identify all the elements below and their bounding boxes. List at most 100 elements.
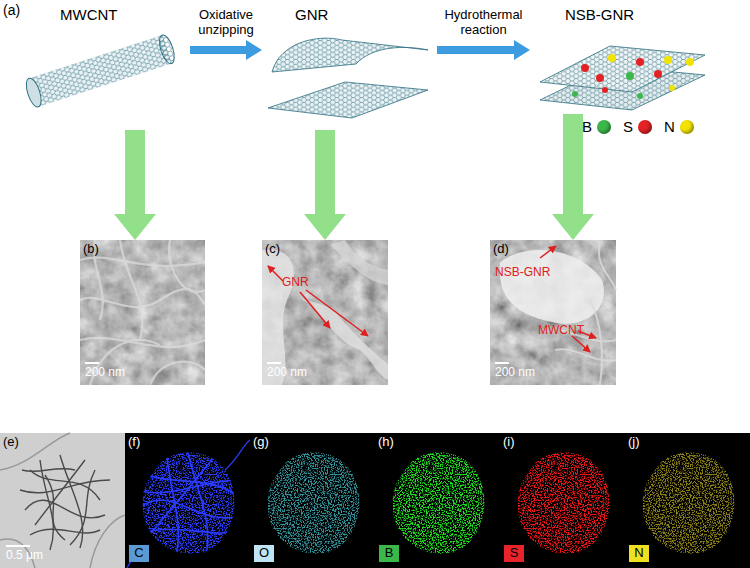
scale-bar [85,362,99,364]
dopant-dot [686,58,694,66]
tube-lattice [29,35,171,107]
nanotube-fibers [80,240,205,385]
map-background [125,433,250,568]
fiber [80,338,205,347]
node-text: 200 nm [267,366,307,380]
legend-swatch [638,120,652,134]
map-signal [625,433,750,568]
node-text: MWCNT [538,324,584,338]
support-grid [0,433,125,568]
element-map [500,433,625,568]
fiber [135,470,245,500]
flat-sheet [540,46,705,92]
ribbon-cloud [500,250,604,324]
fiber [555,349,616,361]
signal-fibers [135,440,245,560]
signal-specks [375,433,500,568]
signal-specks [125,433,250,568]
node-text: GNR [282,276,309,290]
node-title: (i) [503,435,515,450]
nanotube-illustration [23,33,177,109]
node-title: (e) [3,435,19,450]
dopant-dot [572,91,578,97]
flat-sheet [268,82,428,118]
sem-image [80,240,205,385]
node-text: O [254,545,274,562]
legend-swatch [597,120,611,134]
legend-text: N [664,118,675,135]
stage-box: GNR [262,2,437,130]
scale-bar [6,545,30,547]
doped-ribbon-illustration [540,46,705,110]
node-text: 200 nm [495,366,535,380]
node-text: 0.5 µm [6,549,43,563]
process-arrow [190,40,262,60]
tem-panel: (e) 0.5 µm [0,433,125,568]
fiber [80,289,205,307]
sem-background [490,240,616,385]
dopant-dot [636,58,644,66]
flat-sheet [540,46,705,92]
map-signal [500,433,625,568]
sem-image [490,240,616,385]
process-arrow [437,40,530,60]
edge-label: Oxidative unzipping [180,8,272,38]
map-background [375,433,500,568]
node-title: (d) [493,242,509,257]
sem-panel: (b)200 nm [80,240,205,385]
legend-text: B [582,118,592,135]
curved-sheet [272,38,428,72]
node-title: (h) [378,435,394,450]
leader-arrow [306,290,368,336]
node-text: C [129,545,149,562]
flat-sheet [268,82,428,118]
fiber [225,440,250,470]
scale-bar [495,362,509,364]
sem-background [262,240,388,385]
node-title: (g) [253,435,269,450]
fiber [145,450,220,540]
dopant-dot [602,87,608,93]
map-background [500,433,625,568]
dopant-dot [637,93,643,99]
node-text: B [379,545,399,562]
ribbon-illustration [268,38,428,118]
scale-bar [267,362,281,364]
fiber [135,500,245,518]
edge-label: Hydrothermal reaction [438,8,530,38]
leader-arrow [540,246,556,258]
legend-text: S [623,118,633,135]
signal-fibers [127,440,250,568]
element-map [375,433,500,568]
node-title: MWCNT [60,6,117,23]
element-map [625,433,750,568]
fiber [599,245,616,290]
map-signal [375,433,500,568]
panel-label: (a) [3,2,20,18]
map-panel: (i)S [500,433,625,568]
sem-image [262,240,388,385]
fiber [30,529,100,535]
fiber [45,475,65,540]
tem-background [0,433,125,568]
dopant-dot [664,56,672,64]
map-panel: (j)N [625,433,750,568]
grid-line [90,515,125,568]
signal-specks [625,433,750,568]
node-title: (c) [265,242,280,257]
ribbon-sheet [330,240,388,285]
element-map [125,433,250,568]
nanotube-tangle [20,455,110,550]
node-title: (b) [83,242,99,257]
fiber [80,258,205,266]
stage-box: MWCNT [15,2,190,130]
fiber [120,240,142,340]
map-background [625,433,750,568]
legend-swatch [680,120,694,134]
signal-specks [500,433,625,568]
ribbon-sheet [300,298,388,380]
node-text: N [629,545,649,562]
block-arrow [114,130,156,240]
